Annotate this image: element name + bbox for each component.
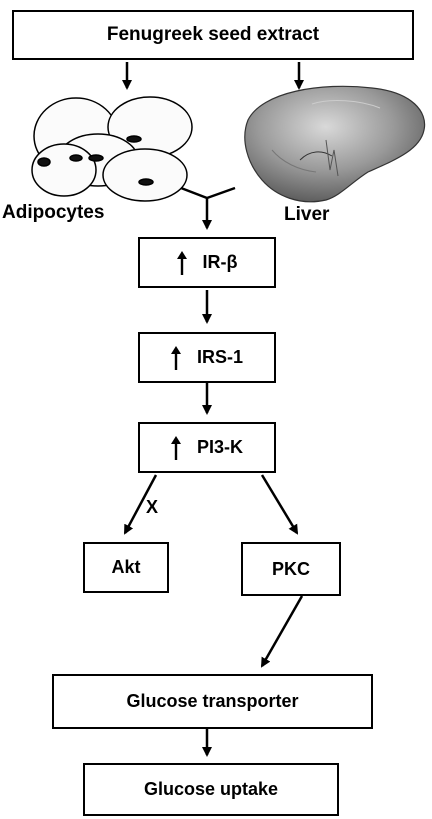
pi3k-box: PI3-K <box>138 422 276 473</box>
converge-left <box>180 186 208 200</box>
ir-beta-box: IR-β <box>138 237 276 288</box>
fenugreek-box: Fenugreek seed extract <box>12 10 414 60</box>
converge-right <box>206 186 236 200</box>
ir-beta-label: IR-β <box>202 252 238 272</box>
adipocytes-illustration <box>31 96 193 202</box>
liver-illustration <box>244 85 426 203</box>
arrow-to-pkc <box>260 474 299 535</box>
pi3k-label: PI3-K <box>196 437 243 457</box>
fenugreek-label: Fenugreek seed extract <box>106 24 320 45</box>
akt-box: Akt <box>83 542 169 593</box>
up-arrow-icon <box>170 435 181 460</box>
up-arrow-icon <box>170 345 181 370</box>
irs1-box: IRS-1 <box>138 332 276 383</box>
pkc-label: PKC <box>271 558 310 579</box>
glucose-uptake-box: Glucose uptake <box>83 763 339 816</box>
adipocytes-label: Adipocytes <box>2 202 105 223</box>
up-arrow-icon <box>176 250 187 275</box>
akt-label: Akt <box>111 557 141 577</box>
liver-label: Liver <box>284 204 330 225</box>
arrow-to-glucose-transporter <box>260 595 304 668</box>
glucose-uptake-label: Glucose uptake <box>143 779 279 799</box>
glucose-transporter-box: Glucose transporter <box>52 674 373 729</box>
arrow-to-akt <box>123 474 158 535</box>
irs1-label: IRS-1 <box>196 347 243 367</box>
pkc-box: PKC <box>241 542 341 596</box>
glucose-transporter-label: Glucose transporter <box>126 691 299 711</box>
blocked-mark: X <box>146 497 159 517</box>
